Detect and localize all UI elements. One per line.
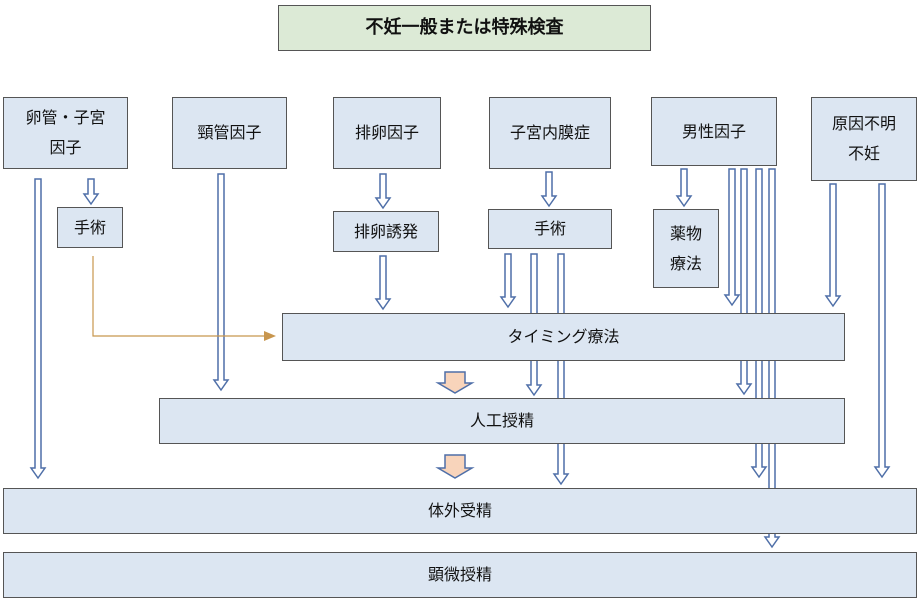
treatment-label: 薬物 療法	[669, 223, 702, 273]
stage-box-timing-therapy: タイミング療法	[282, 313, 845, 361]
stage-box-artificial-insemination: 人工授精	[159, 398, 845, 444]
stage-label: 顕微授精	[427, 565, 492, 584]
arrow-ovulation-to-induction	[374, 173, 392, 210]
treatment-box-surgery-1: 手術	[57, 207, 123, 248]
title-label: 不妊一般または特殊検査	[365, 17, 564, 38]
factor-box-endometriosis: 子宮内膜症	[489, 97, 611, 169]
step-arrow-insemination-to-ivf	[435, 454, 475, 479]
treatment-label: 手術	[533, 219, 566, 238]
arrow-male-to-insemination	[735, 168, 753, 396]
arrow-endometriosis-to-surgery	[540, 171, 558, 208]
stage-label: タイミング療法	[507, 327, 620, 346]
treatment-label: 手術	[73, 217, 106, 237]
arrow-tubal-to-ivf	[29, 178, 47, 480]
factor-box-male: 男性因子	[651, 97, 777, 166]
arrow-cervical-to-insemination	[212, 173, 230, 392]
treatment-box-surgery-2: 手術	[488, 209, 612, 249]
factor-label: 排卵因子	[354, 123, 419, 142]
stage-label: 人工授精	[469, 411, 534, 430]
arrow-unexplained-to-timing	[824, 183, 842, 308]
stage-box-ivf: 体外受精	[3, 488, 917, 534]
treatment-label: 排卵誘発	[353, 221, 418, 241]
treatment-box-ovulation-induction: 排卵誘発	[333, 211, 439, 252]
step-arrow-timing-to-insemination	[435, 371, 475, 394]
title-box: 不妊一般または特殊検査	[278, 5, 651, 51]
arrow-unexplained-to-ivf	[873, 183, 891, 479]
arrow-surgery-to-ivf	[552, 253, 570, 486]
factor-label: 頸管因子	[197, 123, 262, 142]
arrow-surgery-to-timing	[499, 253, 517, 309]
stage-box-icsi: 顕微授精	[3, 552, 917, 598]
arrow-tubal-to-surgery	[82, 178, 100, 206]
arrow-male-to-timing	[723, 168, 741, 307]
factor-box-ovulation: 排卵因子	[333, 97, 441, 169]
factor-label: 卵管・子宮 因子	[25, 108, 106, 157]
factor-box-unexplained: 原因不明 不妊	[811, 97, 917, 181]
factor-box-tubal-uterine: 卵管・子宮 因子	[3, 97, 128, 169]
factor-label: 原因不明 不妊	[831, 114, 896, 163]
arrow-male-to-drug	[675, 168, 693, 208]
factor-label: 子宮内膜症	[509, 123, 590, 142]
connector-arrowhead	[264, 331, 276, 341]
treatment-box-drug-therapy: 薬物 療法	[653, 209, 719, 288]
factor-label: 男性因子	[681, 121, 746, 141]
factor-box-cervical: 頸管因子	[172, 97, 287, 169]
arrow-induction-to-timing	[374, 255, 392, 311]
stage-label: 体外受精	[427, 501, 492, 520]
connector-surgery-to-timing	[92, 256, 266, 337]
